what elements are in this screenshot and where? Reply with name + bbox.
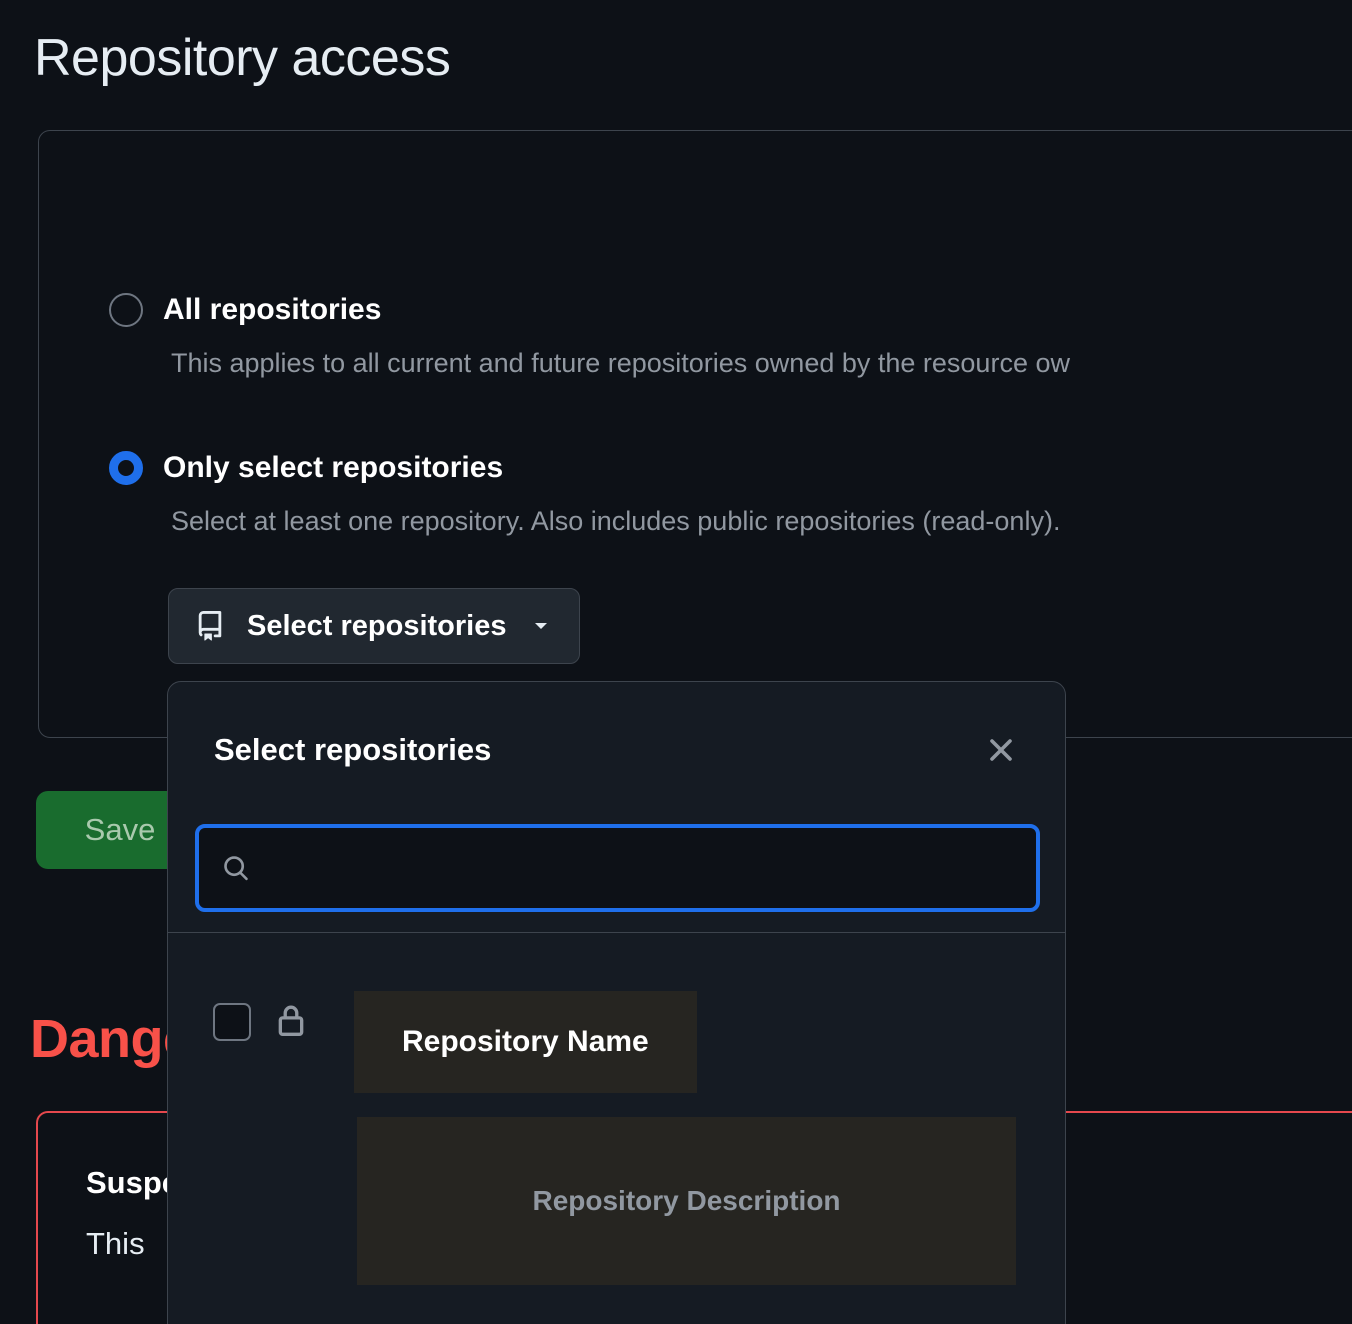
save-button-label: Save bbox=[84, 812, 156, 847]
radio-description-all-repositories: This applies to all current and future r… bbox=[171, 348, 1070, 378]
page-title: Repository access bbox=[34, 29, 451, 87]
repository-description: Repository Description bbox=[357, 1117, 1016, 1285]
select-repositories-button-label: Select repositories bbox=[247, 609, 507, 642]
radio-all-repositories[interactable] bbox=[109, 293, 143, 327]
repository-name: Repository Name bbox=[354, 991, 697, 1093]
radio-label-only-select-repositories: Only select repositories bbox=[163, 451, 504, 484]
select-repositories-dropdown: Select repositories bbox=[167, 681, 1066, 1324]
list-item[interactable]: Repository Name Repository Description bbox=[168, 933, 1065, 1285]
radio-option-all-repositories[interactable]: All repositories This applies to all cur… bbox=[109, 293, 1070, 379]
select-repositories-button[interactable]: Select repositories bbox=[168, 588, 580, 664]
radio-option-only-select-repositories[interactable]: Only select repositories Select at least… bbox=[109, 451, 1060, 537]
dropdown-divider bbox=[168, 932, 1065, 933]
repository-search-field[interactable] bbox=[195, 824, 1040, 912]
repo-icon bbox=[195, 611, 225, 641]
dropdown-header: Select repositories bbox=[168, 682, 1065, 820]
danger-zone-text: This bbox=[86, 1226, 145, 1261]
lock-icon bbox=[273, 1001, 309, 1041]
close-icon[interactable] bbox=[983, 732, 1019, 768]
search-icon bbox=[221, 853, 251, 883]
radio-description-only-select-repositories: Select at least one repository. Also inc… bbox=[171, 506, 1061, 536]
repository-list[interactable]: Repository Name Repository Description bbox=[168, 933, 1065, 1324]
search-input[interactable] bbox=[267, 828, 1036, 908]
radio-label-all-repositories: All repositories bbox=[163, 293, 382, 326]
chevron-down-icon bbox=[529, 614, 553, 638]
repository-checkbox[interactable] bbox=[213, 1003, 251, 1041]
radio-only-select-repositories[interactable] bbox=[109, 451, 143, 485]
dropdown-title: Select repositories bbox=[214, 732, 492, 767]
